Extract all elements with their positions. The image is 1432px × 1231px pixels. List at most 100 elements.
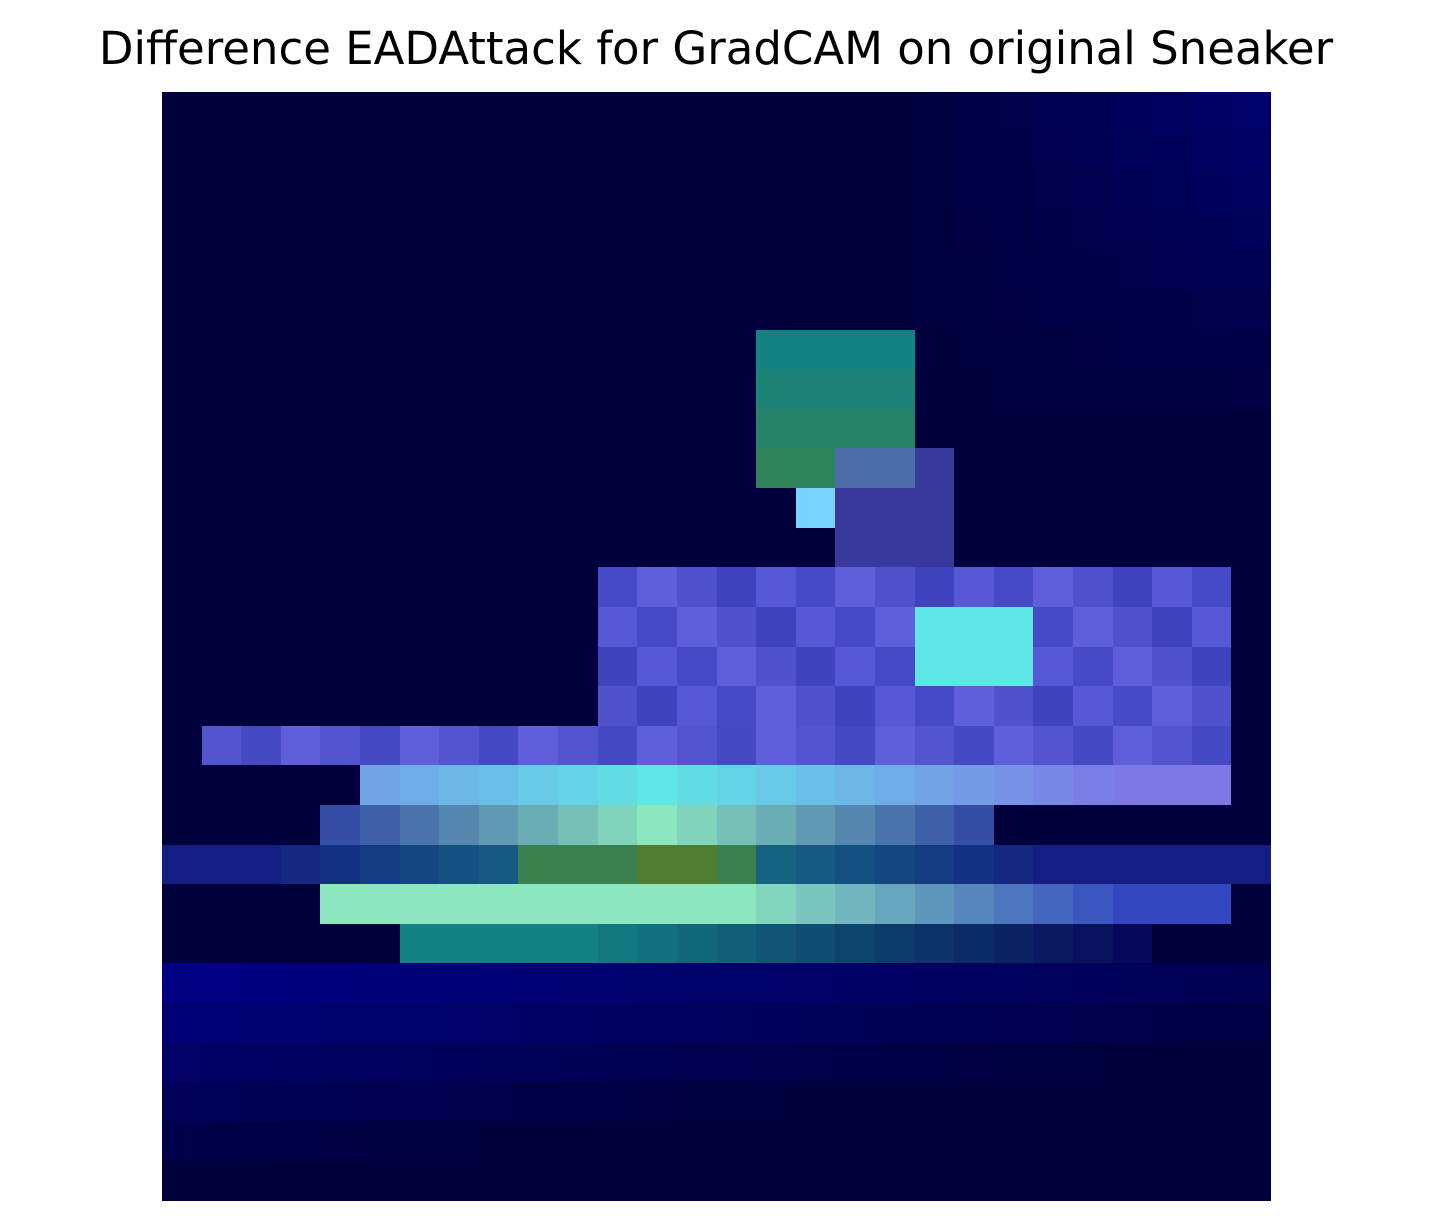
heatmap-pixel [1072,646,1113,687]
figure-title: Difference EADAttack for GradCAM on orig… [98,22,1334,75]
heatmap-pixel [1191,290,1232,330]
heatmap-pixel [914,606,955,647]
heatmap-pixel [360,686,400,726]
heatmap-pixel [518,131,559,172]
heatmap-pixel [1112,527,1153,568]
heatmap-pixel [478,765,519,805]
heatmap-pixel [518,1121,559,1162]
heatmap-pixel [518,725,559,766]
heatmap-pixel [795,963,836,1003]
heatmap-pixel [478,923,519,964]
heatmap-pixel [1191,1082,1232,1122]
heatmap-pixel [478,804,519,845]
heatmap-pixel [1033,171,1073,211]
heatmap-pixel [360,923,400,964]
heatmap-pixel [597,448,638,489]
heatmap-pixel [320,408,361,449]
heatmap-pixel [676,963,717,1003]
heatmap-pixel [558,725,598,766]
heatmap-pixel [1033,290,1073,330]
heatmap-pixel [795,844,836,885]
heatmap-pixel [795,1042,836,1083]
heatmap-pixel [162,923,202,964]
heatmap-pixel [1033,250,1073,291]
heatmap-pixel [439,171,479,211]
heatmap-pixel [439,131,479,172]
heatmap-pixel [795,686,836,726]
heatmap-pixel [993,527,1034,568]
heatmap-pixel [1152,92,1192,132]
heatmap-pixel [835,1121,875,1162]
heatmap-pixel [558,210,598,251]
heatmap-pixel [478,131,519,172]
heatmap-pixel [676,1082,717,1122]
heatmap-pixel [241,844,281,885]
heatmap-pixel [1112,1082,1153,1122]
heatmap-pixel [716,171,757,211]
heatmap-pixel [320,686,361,726]
heatmap-pixel [241,171,281,211]
heatmap-pixel [914,567,955,607]
heatmap-pixel [518,448,559,489]
heatmap-pixel [874,686,915,726]
heatmap-pixel [439,408,479,449]
heatmap-pixel [993,1082,1034,1122]
heatmap-pixel [914,765,955,805]
heatmap-pixel [914,448,955,489]
heatmap-pixel [1191,1161,1232,1201]
heatmap-pixel [241,92,281,132]
heatmap-pixel [676,804,717,845]
heatmap-pixel [201,408,242,449]
heatmap-pixel [201,725,242,766]
heatmap-pixel [1191,923,1232,964]
heatmap-pixel [676,844,717,885]
heatmap-pixel [1191,171,1232,211]
heatmap-pixel [558,884,598,924]
heatmap-pixel [597,725,638,766]
heatmap-pixel [280,1121,321,1162]
heatmap-pixel [993,369,1034,409]
heatmap-pixel [1112,290,1153,330]
heatmap-pixel [320,884,361,924]
heatmap-pixel [637,329,677,370]
heatmap-pixel [1033,1042,1073,1083]
heatmap-pixel [399,963,440,1003]
heatmap-pixel [993,884,1034,924]
heatmap-pixel [201,171,242,211]
heatmap-pixel [241,1042,281,1083]
heatmap-pixel [637,92,677,132]
heatmap-pixel [597,171,638,211]
heatmap-pixel [1112,844,1153,885]
heatmap-pixel [954,1042,994,1083]
heatmap-pixel [280,329,321,370]
heatmap-pixel [795,567,836,607]
heatmap-pixel [1191,1042,1232,1083]
heatmap-pixel [637,646,677,687]
heatmap-pixel [558,844,598,885]
heatmap-pixel [795,408,836,449]
heatmap-pixel [162,1121,202,1162]
heatmap-pixel [795,1002,836,1043]
heatmap-pixel [1072,171,1113,211]
heatmap-pixel [1191,567,1232,607]
heatmap-pixel [676,765,717,805]
heatmap-pixel [439,527,479,568]
heatmap-pixel [1112,884,1153,924]
heatmap-pixel [241,1082,281,1122]
heatmap-pixel [478,725,519,766]
heatmap-pixel [1191,488,1232,528]
heatmap-pixel [954,171,994,211]
heatmap-pixel [280,646,321,687]
heatmap-pixel [835,488,875,528]
heatmap-pixel [914,92,955,132]
heatmap-pixel [1231,686,1271,726]
heatmap-pixel [518,765,559,805]
heatmap-pixel [241,686,281,726]
heatmap-pixel [201,131,242,172]
heatmap-pixel [241,765,281,805]
heatmap-pixel [954,527,994,568]
heatmap-pixel [1191,329,1232,370]
heatmap-pixel [241,1161,281,1201]
heatmap-pixel [1231,171,1271,211]
heatmap-pixel [1112,448,1153,489]
